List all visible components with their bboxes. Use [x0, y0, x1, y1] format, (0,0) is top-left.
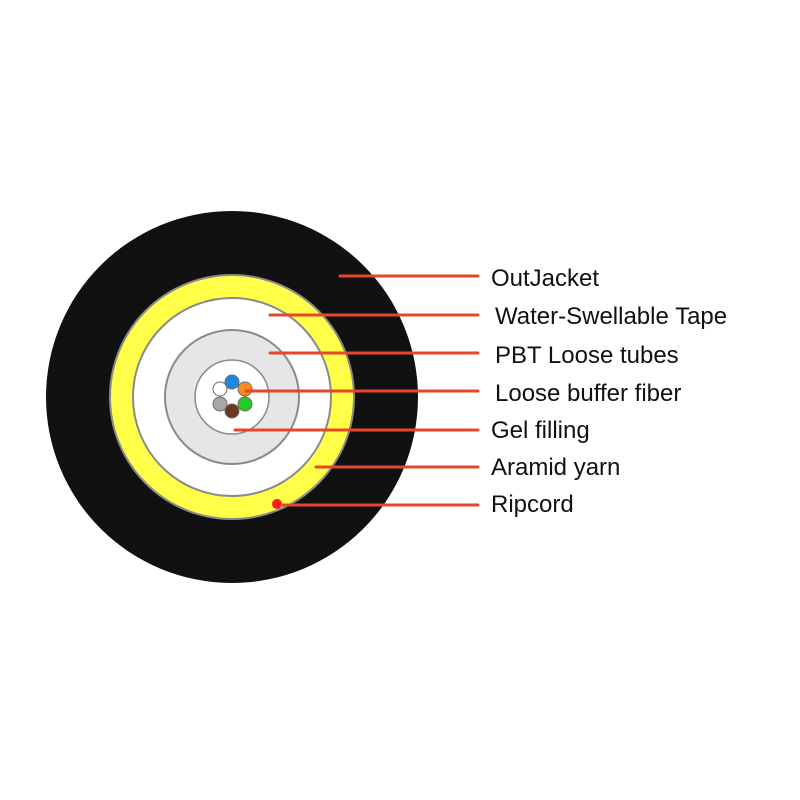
label-outjacket: OutJacket [491, 265, 599, 292]
fiber-blue [224, 374, 240, 390]
cable-cross-section [46, 211, 418, 583]
fiber-green [237, 396, 253, 412]
leader-lines [233, 274, 480, 507]
label-gel-filling: Gel filling [491, 417, 590, 444]
fiber-gray [212, 396, 228, 412]
label-ripcord: Ripcord [491, 491, 574, 518]
fiber-orange [237, 381, 253, 397]
fiber-white [212, 381, 228, 397]
fiber-brown [224, 403, 240, 419]
label-water-swellable-tape: Water-Swellable Tape [495, 303, 727, 330]
loose-buffer-fibers [212, 374, 253, 419]
label-loose-buffer-fiber: Loose buffer fiber [495, 380, 681, 407]
legend-labels: OutJacket Water-Swellable Tape PBT Loose… [491, 265, 727, 518]
label-pbt-loose-tubes: PBT Loose tubes [495, 342, 679, 369]
label-aramid-yarn: Aramid yarn [491, 454, 620, 481]
ripcord-marker [272, 499, 282, 509]
gel-filling [194, 359, 270, 435]
